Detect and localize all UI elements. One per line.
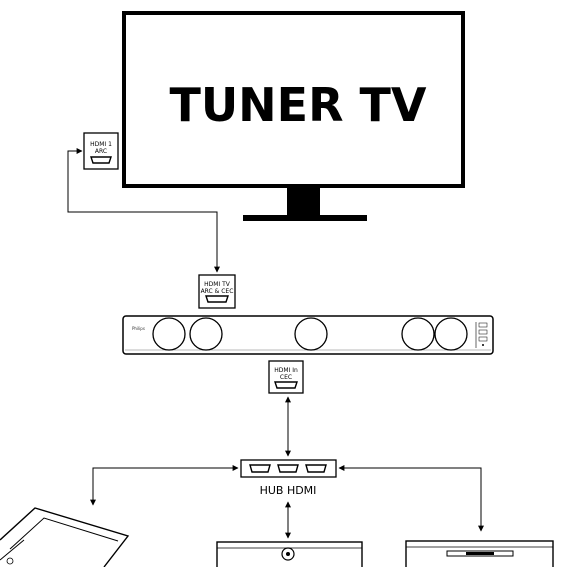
speaker-driver-icon <box>152 317 186 351</box>
speaker-driver-icon <box>401 317 435 351</box>
soundbar-in-label-1: HDMI TV <box>204 281 231 288</box>
speaker-driver-icon <box>434 317 468 351</box>
set-top-box-icon <box>216 541 363 567</box>
tv-port-label-2: ARC <box>95 148 107 155</box>
soundbar: Philips <box>122 315 494 355</box>
speaker-driver-icon <box>189 317 223 351</box>
soundbar-out-label-1: HDMI In <box>274 367 298 374</box>
soundbar-hdmi-in-port: HDMI In CEC <box>268 360 304 394</box>
tv-base <box>243 215 367 221</box>
hub-to-bluray-cable <box>338 465 484 532</box>
soundbar-brand: Philips <box>132 326 145 331</box>
hdmi-hub: HUB HDMI <box>240 459 337 497</box>
hdmi-connector-icon <box>274 381 298 389</box>
tv-to-soundbar-cable <box>67 148 220 273</box>
soundbar-out-label-2: CEC <box>280 374 292 381</box>
tv: TUNER TV <box>122 11 465 221</box>
soundbar-button-icon <box>478 322 488 328</box>
bluray-player-icon <box>405 540 554 567</box>
soundbar-in-label-2: ARC & CEC <box>201 288 234 295</box>
hdmi-connector-icon <box>305 464 327 473</box>
hdmi-connector-icon <box>277 464 299 473</box>
soundbar-button-icon <box>478 329 488 335</box>
hub-body <box>240 459 337 478</box>
hdmi-connector-icon <box>249 464 271 473</box>
soundbar-hdmi-tv-port: HDMI TV ARC & CEC <box>198 274 236 309</box>
tv-hdmi-port: HDMI 1 ARC <box>83 132 119 170</box>
hub-label: HUB HDMI <box>260 484 317 497</box>
tv-port-label-1: HDMI 1 <box>90 141 112 148</box>
hub-to-console-cable <box>90 465 239 506</box>
tv-title: TUNER TV <box>169 78 426 132</box>
tv-neck <box>287 186 320 216</box>
game-console-icon <box>0 507 130 567</box>
speaker-driver-icon <box>294 317 328 351</box>
hdmi-connector-icon <box>205 295 229 303</box>
soundbar-button-icon <box>478 336 488 342</box>
